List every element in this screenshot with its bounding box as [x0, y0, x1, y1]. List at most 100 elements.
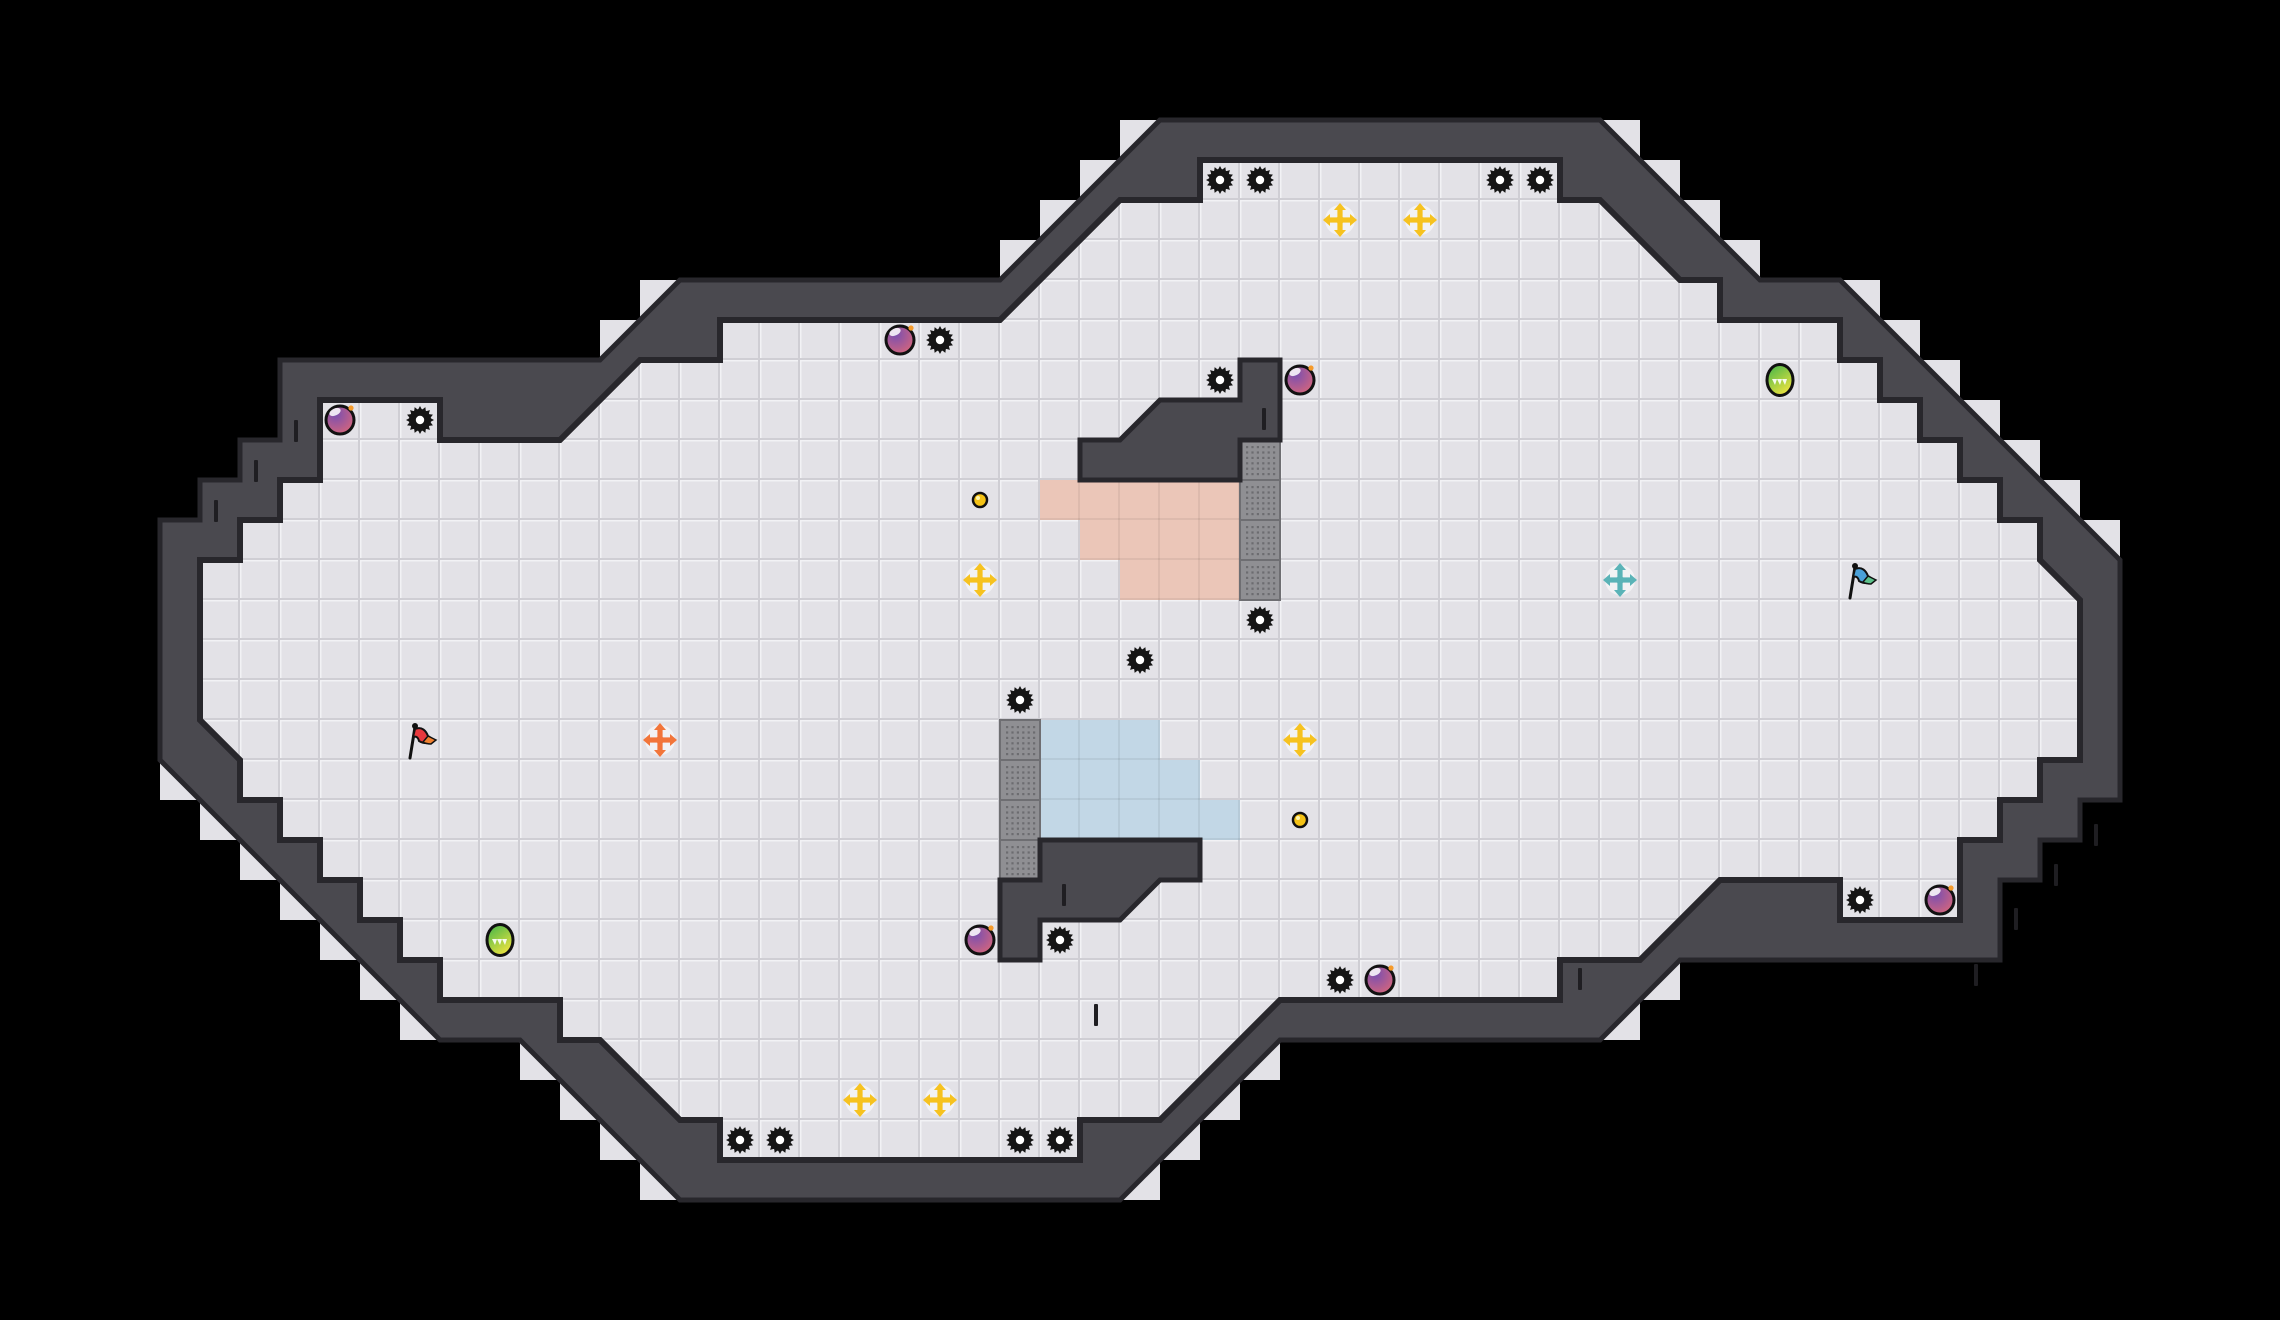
wall-notch: [2014, 908, 2018, 930]
blue-zone-tile: [1040, 720, 1080, 760]
wall-notch: [1062, 884, 1066, 906]
salmon-zone-tile-edge: [1158, 560, 1160, 600]
salmon-zone-tile: [1160, 560, 1200, 600]
grate-block-icon: [1239, 519, 1281, 561]
salmon-zone-tile-edge: [1158, 480, 1160, 520]
wall-notch: [2054, 864, 2058, 886]
blue-zone-tile: [1120, 720, 1160, 760]
wall-notch: [214, 500, 218, 522]
blue-zone-tile-edge: [1158, 760, 1160, 800]
blue-flag-icon: [1848, 563, 1878, 600]
salmon-zone-tile-edge: [1120, 518, 1160, 520]
blue-zone-tile-edge: [1040, 758, 1080, 760]
salmon-zone-tile: [1120, 480, 1160, 520]
salmon-zone-tile-edge: [1198, 480, 1200, 520]
blue-zone-tile-edge: [1080, 758, 1120, 760]
grate-block-icon: [1239, 479, 1281, 521]
blue-zone-tile-edge: [1118, 800, 1120, 840]
bomb-icon: [1924, 884, 1956, 916]
blue-zone-tile-edge: [1160, 798, 1200, 800]
sawblade-icon: [1206, 166, 1234, 194]
salmon-zone-tile-edge: [1198, 520, 1200, 560]
blue-zone-tile-edge: [1200, 838, 1240, 840]
grate-block-icon: [1239, 439, 1281, 481]
salmon-zone-tile-edge: [1040, 518, 1080, 520]
bomb-icon: [884, 324, 916, 356]
blue-zone-tile-edge: [1078, 760, 1080, 800]
blue-zone-tile-edge: [1080, 798, 1120, 800]
sawblade-icon: [726, 1126, 754, 1154]
blue-zone-tile-edge: [1120, 758, 1160, 760]
salmon-zone-tile-edge: [1120, 558, 1160, 560]
sawblade-icon: [406, 406, 434, 434]
salmon-zone-tile: [1160, 480, 1200, 520]
salmon-zone-tile-edge: [1160, 558, 1200, 560]
blue-zone-tile-edge: [1078, 720, 1080, 760]
sawblade-icon: [1246, 606, 1274, 634]
inner-wall-block: [997, 837, 1203, 963]
wall-notch: [1262, 408, 1266, 430]
blue-zone-tile: [1080, 800, 1120, 840]
sawblade-icon: [1206, 366, 1234, 394]
salmon-zone-tile-edge: [1118, 520, 1120, 560]
blue-zone-tile: [1200, 800, 1240, 840]
salmon-zone-tile-edge: [1120, 598, 1160, 600]
inner-wall-block: [1077, 357, 1283, 483]
salmon-zone-tile: [1200, 480, 1240, 520]
move-arrows-icon: [963, 563, 997, 597]
bomb-icon: [324, 404, 356, 436]
bomb-icon: [1284, 364, 1316, 396]
blue-zone-tile-edge: [1118, 760, 1120, 800]
blue-zone-tile: [1040, 760, 1080, 800]
sawblade-icon: [1006, 686, 1034, 714]
salmon-zone-tile: [1120, 560, 1160, 600]
green-orb-icon: [1765, 363, 1795, 397]
coin-icon: [971, 491, 989, 509]
inner-walls: [997, 357, 1283, 963]
sawblade-icon: [926, 326, 954, 354]
blue-zone-tile: [1160, 800, 1200, 840]
sawblade-icon: [1246, 166, 1274, 194]
wall-notch: [1094, 1004, 1098, 1026]
move-arrows-icon: [1403, 203, 1437, 237]
move-arrows-icon: [643, 723, 677, 757]
salmon-zone-tile-edge: [1160, 518, 1200, 520]
salmon-zone-tile-edge: [1158, 520, 1160, 560]
move-arrows-icon: [1603, 563, 1637, 597]
sawblade-icon: [1486, 166, 1514, 194]
blue-zone-tile: [1080, 760, 1120, 800]
salmon-zone-tile: [1120, 520, 1160, 560]
wall-notch: [2094, 824, 2098, 846]
blue-zone-tile-edge: [1158, 800, 1160, 840]
move-arrows-icon: [1283, 723, 1317, 757]
blue-zone-tile: [1040, 800, 1080, 840]
blue-zone-tile-edge: [1158, 720, 1160, 760]
grate-block-icon: [999, 719, 1041, 761]
salmon-zone-tile-edge: [1200, 558, 1240, 560]
salmon-zone-tile-edge: [1200, 518, 1240, 520]
salmon-zone-tile: [1200, 520, 1240, 560]
sawblade-icon: [1846, 886, 1874, 914]
salmon-zone-tile: [1080, 520, 1120, 560]
bomb-icon: [1364, 964, 1396, 996]
salmon-zone-tile-edge: [1160, 598, 1200, 600]
move-arrows-icon: [923, 1083, 957, 1117]
bomb-icon: [964, 924, 996, 956]
blue-zone-tile: [1120, 760, 1160, 800]
sawblade-icon: [1526, 166, 1554, 194]
coin-icon: [1291, 811, 1309, 829]
blue-zone-tile-edge: [1078, 800, 1080, 840]
sawblade-icon: [1006, 1126, 1034, 1154]
sawblade-icon: [1326, 966, 1354, 994]
blue-zone-tile-edge: [1040, 798, 1080, 800]
salmon-zone-tile: [1200, 560, 1240, 600]
salmon-zone-tile-edge: [1080, 518, 1120, 520]
sawblade-icon: [1046, 926, 1074, 954]
salmon-zone-tile: [1160, 520, 1200, 560]
sawblade-icon: [766, 1126, 794, 1154]
salmon-zone-tile-edge: [1078, 480, 1080, 520]
blue-zone-tile: [1080, 720, 1120, 760]
entities: [324, 166, 1956, 1154]
green-orb-icon: [485, 923, 515, 957]
